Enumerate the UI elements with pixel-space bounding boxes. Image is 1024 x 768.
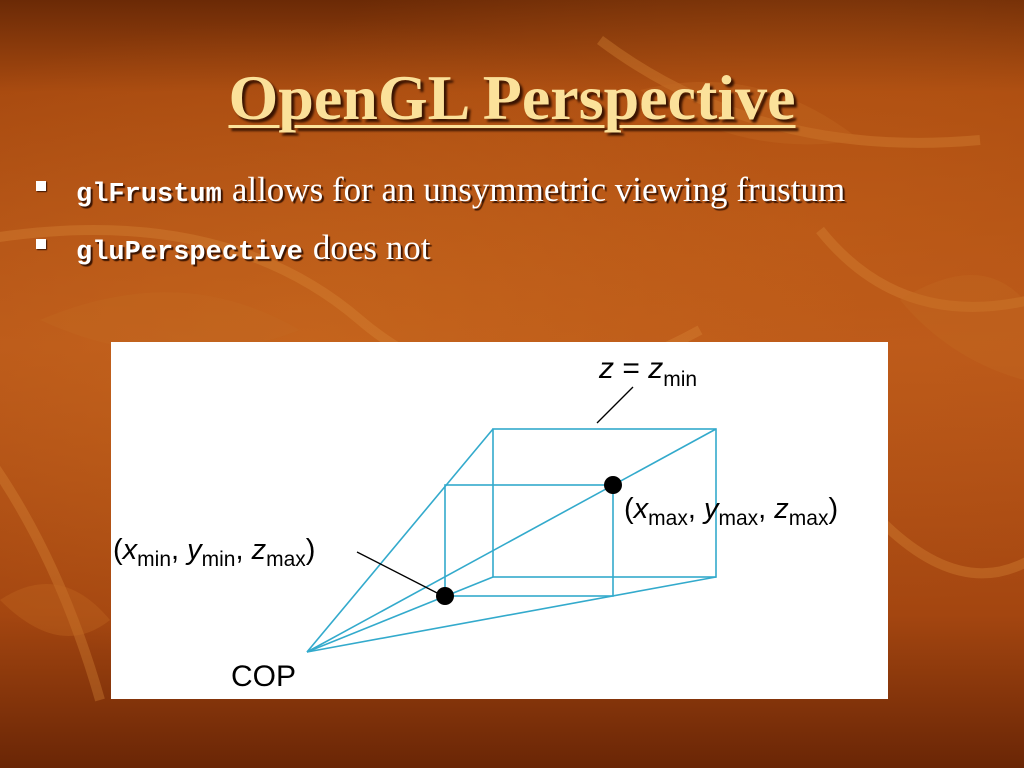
bullet-code: gluPerspective bbox=[76, 238, 303, 268]
bullet-item: glFrustum allows for an unsymmetric view… bbox=[36, 170, 845, 228]
bullet-marker bbox=[36, 239, 46, 249]
far-plane-rect bbox=[492, 428, 717, 578]
far-corner-point bbox=[604, 476, 622, 494]
cop-label: COP bbox=[231, 660, 296, 693]
bullet-text: does not bbox=[312, 228, 431, 267]
ray-bottom-right bbox=[306, 576, 717, 653]
plane-label: z = zmin bbox=[598, 352, 697, 391]
plane-pointer-line bbox=[596, 386, 634, 424]
slide-title: OpenGL Perspective bbox=[228, 62, 796, 133]
bullet-item: gluPerspective does not bbox=[36, 228, 845, 286]
bullet-list: glFrustum allows for an unsymmetric view… bbox=[36, 170, 845, 286]
frustum-svg: z = zmin (xmax, ymax, zmax) (xmin, ymin,… bbox=[113, 352, 838, 693]
ray-top-right bbox=[306, 428, 717, 653]
bullet-code: glFrustum bbox=[76, 180, 222, 210]
bullet-text: allows for an unsymmetric viewing frustu… bbox=[231, 170, 846, 209]
bullet-marker bbox=[36, 181, 46, 191]
far-point-label: (xmax, ymax, zmax) bbox=[624, 493, 838, 530]
near-point-label: (xmin, ymin, zmax) bbox=[113, 534, 315, 571]
ray-bottom-left bbox=[306, 576, 494, 653]
frustum-diagram: z = zmin (xmax, ymax, zmax) (xmin, ymin,… bbox=[111, 342, 888, 699]
ray-top-left bbox=[306, 428, 494, 653]
near-corner-point bbox=[436, 587, 454, 605]
frustum-lines bbox=[306, 428, 717, 653]
near-point-pointer-line bbox=[356, 551, 444, 597]
near-plane-rect bbox=[444, 484, 614, 597]
